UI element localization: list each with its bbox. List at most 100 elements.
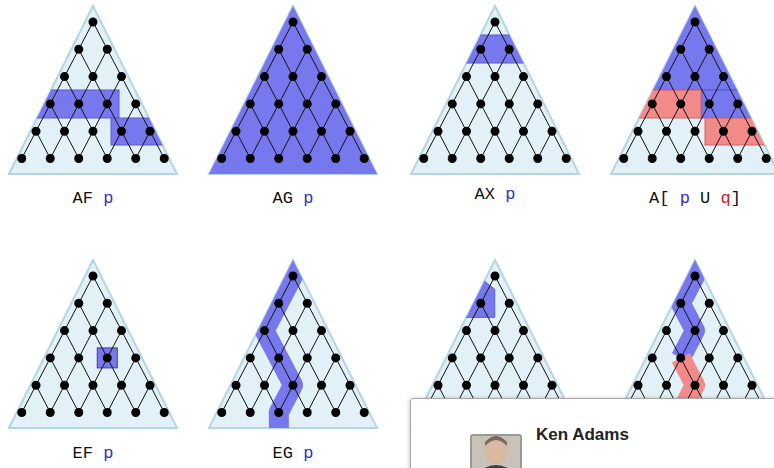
state-dot bbox=[491, 326, 500, 335]
tree-edge bbox=[107, 49, 121, 76]
tree-edge bbox=[236, 131, 250, 158]
tree-edge bbox=[438, 358, 452, 385]
state-dot bbox=[462, 326, 471, 335]
tree-edge bbox=[293, 49, 307, 76]
formula-part: p bbox=[303, 189, 313, 208]
tree-edge bbox=[724, 131, 738, 158]
tree-edge bbox=[481, 22, 495, 49]
state-dot bbox=[303, 99, 312, 108]
state-dot bbox=[246, 353, 255, 362]
state-dot bbox=[691, 72, 700, 81]
tree-edge bbox=[79, 331, 93, 358]
tree-edge bbox=[293, 104, 307, 131]
highlight-region bbox=[97, 348, 117, 368]
state-dot bbox=[89, 326, 98, 335]
state-dot bbox=[505, 353, 514, 362]
tree-edge bbox=[652, 104, 666, 131]
state-dot bbox=[434, 381, 443, 390]
tree-edge bbox=[322, 77, 336, 104]
tree-edge bbox=[265, 303, 279, 330]
state-dot bbox=[519, 381, 528, 390]
state-dot bbox=[662, 381, 671, 390]
state-dot bbox=[719, 72, 728, 81]
formula-part: U bbox=[700, 189, 710, 208]
state-dot bbox=[476, 299, 485, 308]
state-dot bbox=[303, 45, 312, 54]
tree-edge bbox=[509, 303, 523, 330]
tree-edge bbox=[307, 303, 321, 330]
tree-edge bbox=[307, 358, 321, 385]
highlight-path bbox=[265, 256, 294, 436]
tree-edge bbox=[709, 49, 723, 76]
state-dot bbox=[60, 72, 69, 81]
tree-edge bbox=[293, 385, 307, 412]
state-dot bbox=[74, 45, 83, 54]
state-dot bbox=[434, 127, 443, 136]
tree-edge bbox=[524, 104, 538, 131]
state-dot bbox=[705, 45, 714, 54]
highlight-group bbox=[451, 275, 495, 317]
tree-edge bbox=[681, 358, 695, 385]
tree-edge bbox=[467, 303, 481, 330]
state-dot bbox=[146, 127, 155, 136]
state-dot bbox=[733, 353, 742, 362]
tree-edge bbox=[481, 276, 495, 303]
formula-part: q bbox=[720, 189, 730, 208]
tree-edge bbox=[495, 49, 509, 76]
tree-edge bbox=[336, 131, 350, 158]
state-dot bbox=[74, 154, 83, 163]
state-dot bbox=[303, 299, 312, 308]
tree-edge bbox=[250, 77, 264, 104]
tree-edge bbox=[467, 131, 481, 158]
state-dot bbox=[505, 99, 514, 108]
tree-edge bbox=[322, 131, 336, 158]
formula-part: EF bbox=[73, 444, 93, 463]
tree-edge bbox=[79, 77, 93, 104]
state-dot bbox=[519, 72, 528, 81]
tree-edge bbox=[552, 131, 566, 158]
state-dot bbox=[476, 154, 485, 163]
tree-edge bbox=[452, 331, 466, 358]
tree-edge bbox=[695, 104, 709, 131]
tree-edge bbox=[307, 77, 321, 104]
formula-part: p bbox=[505, 185, 515, 204]
state-dot bbox=[476, 45, 485, 54]
formula-caption: AGp bbox=[273, 189, 314, 209]
state-dot bbox=[676, 154, 685, 163]
state-dot bbox=[89, 381, 98, 390]
tree-edge bbox=[250, 331, 264, 358]
tree-edge bbox=[709, 131, 723, 158]
tree-edge bbox=[107, 331, 121, 358]
tree-edge bbox=[265, 77, 279, 104]
state-dot bbox=[46, 353, 55, 362]
state-dot bbox=[217, 408, 226, 417]
state-dot bbox=[232, 127, 241, 136]
state-dot bbox=[74, 299, 83, 308]
tree-edge bbox=[236, 385, 250, 412]
tree-edge bbox=[509, 358, 523, 385]
highlight-group bbox=[605, 2, 774, 145]
tree-edge bbox=[424, 131, 438, 158]
tree-edge bbox=[481, 331, 495, 358]
state-dot bbox=[634, 127, 643, 136]
state-dot bbox=[705, 353, 714, 362]
tree-edge bbox=[293, 331, 307, 358]
state-dot bbox=[146, 381, 155, 390]
state-dot bbox=[317, 381, 326, 390]
tree-edge bbox=[65, 104, 79, 131]
state-dot bbox=[103, 408, 112, 417]
tree-edge bbox=[93, 104, 107, 131]
highlight-group bbox=[203, 2, 383, 182]
tree-edge bbox=[509, 49, 523, 76]
formula-caption: AFp bbox=[73, 189, 114, 209]
tree-edge bbox=[509, 104, 523, 131]
tree-edge bbox=[107, 303, 121, 330]
state-dot bbox=[32, 127, 41, 136]
tree-edge bbox=[495, 358, 509, 385]
highlight-region bbox=[701, 90, 774, 118]
person-name: Ken Adams bbox=[536, 425, 629, 445]
state-dot bbox=[46, 408, 55, 417]
state-dot bbox=[89, 127, 98, 136]
state-dot bbox=[117, 381, 126, 390]
state-dot bbox=[260, 326, 269, 335]
